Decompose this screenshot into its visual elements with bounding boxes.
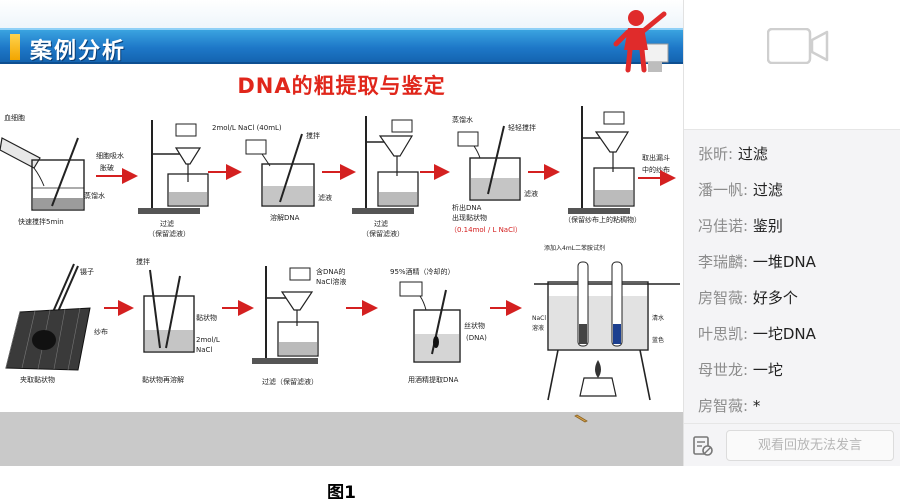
history-icon[interactable] [692,435,714,457]
chat-message: 李瑞麟: 一堆DNA [698,251,816,272]
svg-text:NaCl溶液: NaCl溶液 [316,277,346,286]
svg-text:滤液: 滤液 [318,193,332,202]
svg-text:（保留滤液）: （保留滤液） [148,229,190,238]
chat-text: * [752,397,761,415]
row2-step-2-redissolve: 搅拌 黏状物 2mol/L NaCl 黏状物再溶解 [136,257,220,384]
svg-text:中的纱布: 中的纱布 [642,165,670,174]
arrow-1: 细胞吸水 胀破 [96,151,138,184]
svg-text:夹取黏状物: 夹取黏状物 [20,375,55,384]
figure-caption: 图1 [327,483,356,499]
chat-text: 过滤 [737,145,768,163]
svg-text:黏状物: 黏状物 [196,313,217,322]
row2-step-4-ethanol: 95%酒精（冷却的） 丝状物 (DNA) 用酒精提取DNA [390,267,487,384]
slide-bottom-bar [0,412,683,466]
slide: 案例分析 DNA的粗提取与鉴定 [0,0,683,412]
chat-message: 房智薇: 好多个 [698,287,798,308]
chat-sender: 潘一帆: [698,181,753,199]
svg-text:析出DNA: 析出DNA [452,203,482,212]
chat-input-bar: 观看回放无法发言 [684,423,900,466]
svg-text:NaCl: NaCl [532,315,546,322]
svg-text:过滤: 过滤 [374,219,388,228]
svg-text:溶液: 溶液 [532,324,544,332]
svg-text:黏状物再溶解: 黏状物再溶解 [142,375,184,384]
slide-viewer: 案例分析 DNA的粗提取与鉴定 [0,0,683,466]
video-placeholder [684,0,900,130]
row2-step-1-gauze: 镊子 纱布 夹取黏状物 [5,263,108,384]
row2-step-3-filter: 含DNA的 NaCl溶液 过滤（保留滤液） [252,266,346,386]
svg-text:溶解DNA: 溶解DNA [270,213,300,222]
label-stir-5min: 快速搅拌5min [18,217,64,226]
svg-text:丝状物: 丝状物 [464,321,485,330]
banner-top-stripe [0,0,683,28]
slide-title: DNA的粗提取与鉴定 [237,74,446,98]
chat-sender: 张昕: [698,145,738,163]
svg-text:2mol/L: 2mol/L [196,336,220,344]
chat-text: 过滤 [752,181,783,199]
presenter-mascot-icon [613,10,669,73]
svg-text:清水: 清水 [652,314,664,322]
svg-text:添加入4mL二苯胺试剂: 添加入4mL二苯胺试剂 [544,244,605,252]
label-blood-cells: 血细胞 [4,113,25,122]
svg-text:镊子: 镊子 [80,267,94,276]
step-2-filter: 过滤 （保留滤液） [138,120,209,238]
svg-text:过滤（保留滤液）: 过滤（保留滤液） [262,377,318,386]
chat-text: 好多个 [752,289,798,307]
section-banner [0,28,683,64]
svg-text:含DNA的: 含DNA的 [316,267,345,276]
label-distilled-water: 蒸馏水 [84,191,105,200]
chat-message: 张昕: 过滤 [698,143,768,164]
svg-text:（0.14mol / L NaCl）: （0.14mol / L NaCl） [450,226,522,234]
pen-cursor-icon [574,414,588,423]
experiment-diagram: 血细胞 蒸馏水 快速搅拌5min 细胞吸水 胀破 [0,106,680,401]
svg-text:胀破: 胀破 [100,163,114,172]
chat-text: 一坨DNA [752,325,816,343]
svg-text:取出漏斗: 取出漏斗 [642,153,670,162]
step-3-dissolve-dna: 2mol/L NaCl (40mL) 搅拌 滤液 溶解DNA [212,124,332,222]
svg-text:2mol/L NaCl (40mL): 2mol/L NaCl (40mL) [212,124,282,132]
chat-message: 母世龙: 一坨 [698,359,783,380]
chat-sender: 房智薇: [698,397,753,415]
svg-text:细胞吸水: 细胞吸水 [96,151,124,160]
chat-message-list[interactable]: 张昕: 过滤 潘一帆: 过滤 冯佳诺: 鉴别 李瑞麟: 一堆DNA 房智薇: 好… [684,130,900,423]
svg-text:蒸馏水: 蒸馏水 [452,115,473,124]
svg-text:滤液: 滤液 [524,189,538,198]
chat-message: 冯佳诺: 鉴别 [698,215,783,236]
svg-text:NaCl: NaCl [196,346,212,354]
svg-text:搅拌: 搅拌 [136,257,150,266]
svg-text:过滤: 过滤 [160,219,174,228]
chat-text: 一坨 [752,361,783,379]
chat-input-disabled[interactable]: 观看回放无法发言 [726,430,894,461]
chat-message: 房智薇: * [698,395,760,416]
step-6-gauze-residue: 取出漏斗 中的纱布 （保留纱布上的粘稠物） [564,106,676,224]
svg-text:95%酒精（冷却的）: 95%酒精（冷却的） [390,267,455,276]
chat-message: 叶思凯: 一坨DNA [698,323,816,344]
section-title: 案例分析 [30,39,127,64]
step-5-precipitate-dna: 蒸馏水 轻轻搅拌 析出DNA 滤液 出现黏状物 （0.14mol / L NaC… [450,115,538,234]
row2-step-5-diphenylamine-test: 添加入4mL二苯胺试剂 NaCl 溶液 清水 蓝色 [532,244,680,401]
svg-text:用酒精提取DNA: 用酒精提取DNA [408,375,459,384]
camera-icon [767,28,829,64]
chat-panel: 张昕: 过滤 潘一帆: 过滤 冯佳诺: 鉴别 李瑞麟: 一堆DNA 房智薇: 好… [683,0,900,466]
chat-message: 潘一帆: 过滤 [698,179,783,200]
svg-text:(DNA): (DNA) [466,334,487,342]
svg-text:蓝色: 蓝色 [652,336,664,344]
chat-text: 一堆DNA [752,253,816,271]
chat-sender: 房智薇: [698,289,753,307]
chat-sender: 叶思凯: [698,325,753,343]
chat-sender: 母世龙: [698,361,753,379]
svg-text:出现黏状物: 出现黏状物 [452,213,487,222]
step-1-blood-cells: 血细胞 蒸馏水 快速搅拌5min [0,113,105,226]
step-4-filter: 过滤 （保留滤液） [352,116,419,238]
chat-text: 鉴别 [752,217,783,235]
svg-text:（保留滤液）: （保留滤液） [362,229,404,238]
chat-sender: 李瑞麟: [698,253,753,271]
banner-accent [10,34,20,60]
chat-sender: 冯佳诺: [698,217,753,235]
svg-text:搅拌: 搅拌 [306,131,320,140]
svg-text:（保留纱布上的粘稠物）: （保留纱布上的粘稠物） [564,215,641,224]
svg-text:轻轻搅拌: 轻轻搅拌 [508,123,536,132]
svg-text:纱布: 纱布 [94,327,108,336]
